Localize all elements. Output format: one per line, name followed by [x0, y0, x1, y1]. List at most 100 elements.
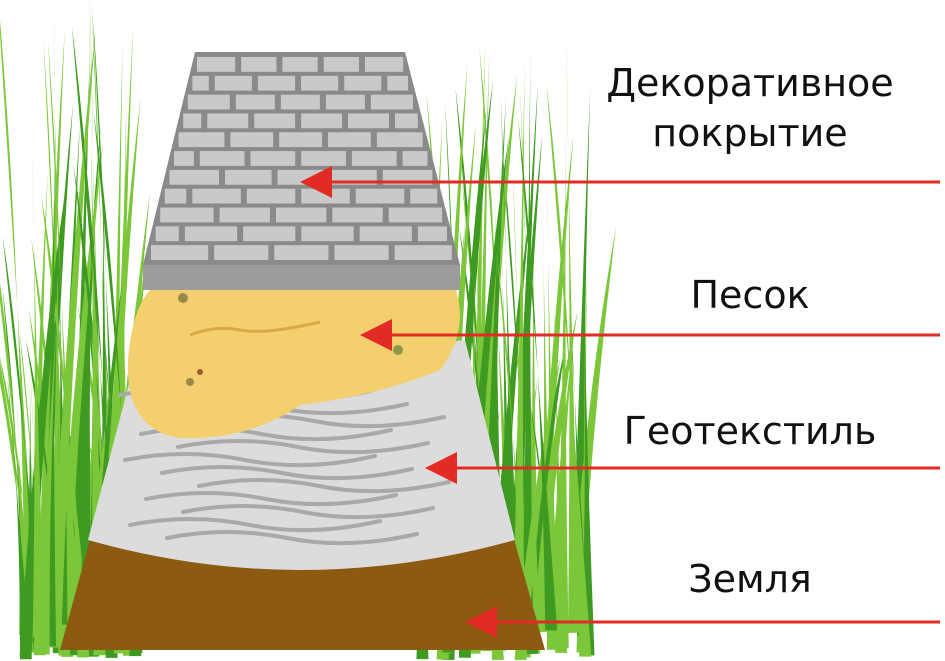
- paving-brick: [246, 188, 296, 204]
- label-earth: Земля: [688, 557, 812, 601]
- arrow-earth: [465, 606, 497, 638]
- grass-blade: [41, 195, 91, 643]
- grass-blade: [546, 341, 574, 633]
- grass-blade: [79, 239, 92, 629]
- paving-brick: [274, 245, 329, 260]
- paving-brick: [275, 207, 327, 223]
- grass-blade: [556, 131, 569, 649]
- paving-brick: [301, 151, 346, 166]
- paving-brick: [301, 226, 354, 242]
- wrinkle: [176, 439, 430, 455]
- paving-brick: [151, 245, 209, 260]
- grass-blade: [48, 32, 96, 648]
- paving-brick: [178, 132, 225, 148]
- arrows: [300, 166, 940, 638]
- grass-blade: [43, 40, 74, 657]
- grass-blade: [19, 169, 69, 657]
- paving-brick: [230, 132, 274, 148]
- paving-brick: [235, 94, 275, 110]
- sand-squiggle: [189, 320, 321, 337]
- label-sand: Песок: [690, 273, 810, 317]
- paving-bricks: [151, 57, 452, 260]
- grass-blade: [0, 20, 38, 623]
- earth-layer: [60, 532, 545, 650]
- paving-brick: [351, 151, 397, 166]
- paving-brick: [250, 151, 296, 166]
- paving-brick: [241, 57, 277, 72]
- grass-blade: [530, 404, 563, 644]
- paving-brick: [348, 113, 389, 129]
- grass-blade: [566, 42, 581, 633]
- paving-brick: [184, 226, 238, 242]
- paving-brick: [219, 207, 270, 223]
- wrinkle: [128, 517, 382, 533]
- paving-brick: [224, 169, 272, 185]
- paving-brick: [301, 113, 343, 129]
- pebble: [393, 345, 403, 355]
- paving-brick: [187, 94, 230, 110]
- paving-brick: [155, 226, 179, 242]
- grass-blade: [91, 2, 118, 637]
- paving-brick: [214, 75, 252, 91]
- paving-brick: [359, 226, 412, 242]
- label-line: покрытие: [652, 111, 848, 155]
- paving-brick: [164, 188, 187, 204]
- paving-brick: [280, 94, 320, 110]
- paving-brick: [394, 245, 452, 260]
- paving-brick: [207, 113, 249, 129]
- paving-brick: [417, 226, 447, 242]
- paving-brick: [394, 113, 418, 129]
- paving-brick: [402, 151, 428, 166]
- paving-brick: [199, 151, 245, 166]
- paving-brick: [192, 75, 209, 91]
- paving-edge: [143, 265, 460, 290]
- paving-brick: [160, 207, 214, 223]
- paving-brick: [387, 75, 409, 91]
- grass-blade: [19, 332, 49, 646]
- pebble: [178, 293, 188, 303]
- grass-blade: [502, 149, 539, 654]
- label-geotextile: Геотекстиль: [623, 409, 877, 453]
- paving-brick: [355, 188, 405, 204]
- paving-brick: [364, 57, 404, 72]
- grass-blade: [546, 85, 592, 657]
- paving-brick: [169, 169, 219, 185]
- grass-blade: [7, 377, 32, 660]
- paving-brick: [323, 57, 359, 72]
- paving-brick: [301, 75, 339, 91]
- paving-brick: [257, 75, 296, 91]
- grass-blade: [496, 249, 532, 650]
- arrow-covering: [300, 166, 332, 198]
- paving-brick: [370, 94, 413, 110]
- grass-blade: [518, 119, 558, 631]
- paving-brick: [332, 207, 383, 223]
- arrow-geotextile: [425, 452, 457, 484]
- paving-brick: [328, 132, 371, 148]
- paving-brick: [254, 113, 296, 129]
- paving-brick: [376, 132, 423, 148]
- wrinkle: [165, 530, 419, 546]
- paving-brick: [325, 94, 365, 110]
- arrow-sand: [360, 319, 392, 351]
- paving-brick: [192, 188, 241, 204]
- paving-brick: [334, 245, 389, 260]
- wrinkle: [160, 465, 414, 481]
- paving-brick: [301, 188, 350, 204]
- grass-blade: [521, 44, 534, 655]
- paving-brick: [214, 245, 269, 260]
- sand-layer: [127, 288, 461, 439]
- paving-brick: [174, 151, 194, 166]
- grass-blade: [0, 370, 42, 640]
- wrinkle: [144, 491, 398, 507]
- paving-brick: [196, 57, 236, 72]
- paving-brick: [282, 57, 318, 72]
- grass-blade: [582, 244, 595, 656]
- wrinkle: [123, 452, 377, 468]
- paving-brick: [183, 113, 202, 129]
- grass-blade: [44, 129, 57, 647]
- paving-brick: [388, 207, 443, 223]
- label-decorative-covering: Декоративное покрытие: [570, 60, 930, 156]
- grass-blade: [0, 283, 38, 649]
